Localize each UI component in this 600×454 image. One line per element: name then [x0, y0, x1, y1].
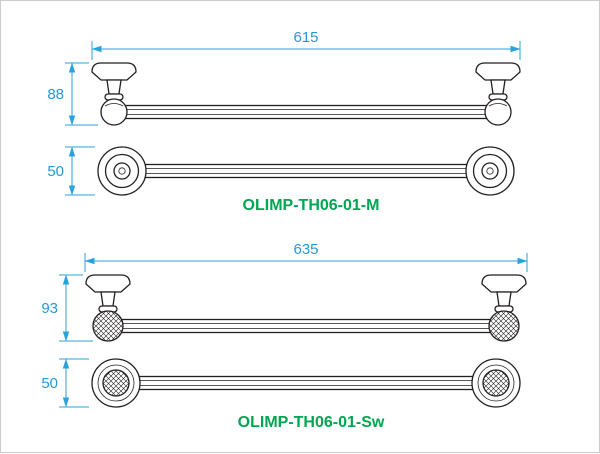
top-view-m [97, 146, 515, 196]
dim-length-m-value: 615 [293, 29, 318, 46]
flange-left-m [97, 146, 147, 196]
dim-depth-m: 50 [47, 146, 95, 196]
wall-mount-right-sw [481, 274, 527, 342]
product-label-m: OLIMP-TH06-01-M [243, 197, 380, 214]
wall-mount-right-m [475, 62, 521, 126]
product-m-drawing: 615 88 [47, 29, 521, 214]
dim-length-sw: 635 [84, 241, 528, 272]
crystal-ball-left-sw [92, 310, 124, 342]
ball-end-left-m [100, 98, 128, 126]
top-view-sw [91, 358, 521, 408]
bar-side-sw [112, 318, 500, 334]
dim-height-m-value: 88 [47, 86, 64, 103]
bar-top-m [121, 163, 491, 179]
wall-mount-left-m [91, 62, 137, 126]
ball-end-right-m [484, 98, 512, 126]
crystal-top-right-sw [482, 369, 510, 397]
side-view-sw [85, 274, 527, 342]
bar-top-sw [115, 375, 497, 391]
flange-right-m [465, 146, 515, 196]
dim-height-sw: 93 [41, 274, 93, 342]
dim-depth-m-value: 50 [47, 163, 64, 180]
bar-side-m [118, 104, 494, 120]
dim-height-m: 88 [47, 62, 98, 126]
dim-length-sw-value: 635 [293, 241, 318, 258]
dim-height-sw-value: 93 [41, 300, 58, 317]
wall-mount-left-sw [85, 274, 131, 342]
flange-right-sw [471, 358, 521, 408]
product-sw-drawing: 635 93 [41, 241, 528, 431]
dim-length-m: 615 [91, 29, 521, 60]
side-view-m [91, 62, 521, 126]
crystal-top-left-sw [102, 369, 130, 397]
dim-depth-sw-value: 50 [41, 375, 58, 392]
product-label-sw: OLIMP-TH06-01-Sw [238, 414, 385, 431]
crystal-ball-right-sw [488, 310, 520, 342]
flange-left-sw [91, 358, 141, 408]
dim-depth-sw: 50 [41, 358, 89, 408]
